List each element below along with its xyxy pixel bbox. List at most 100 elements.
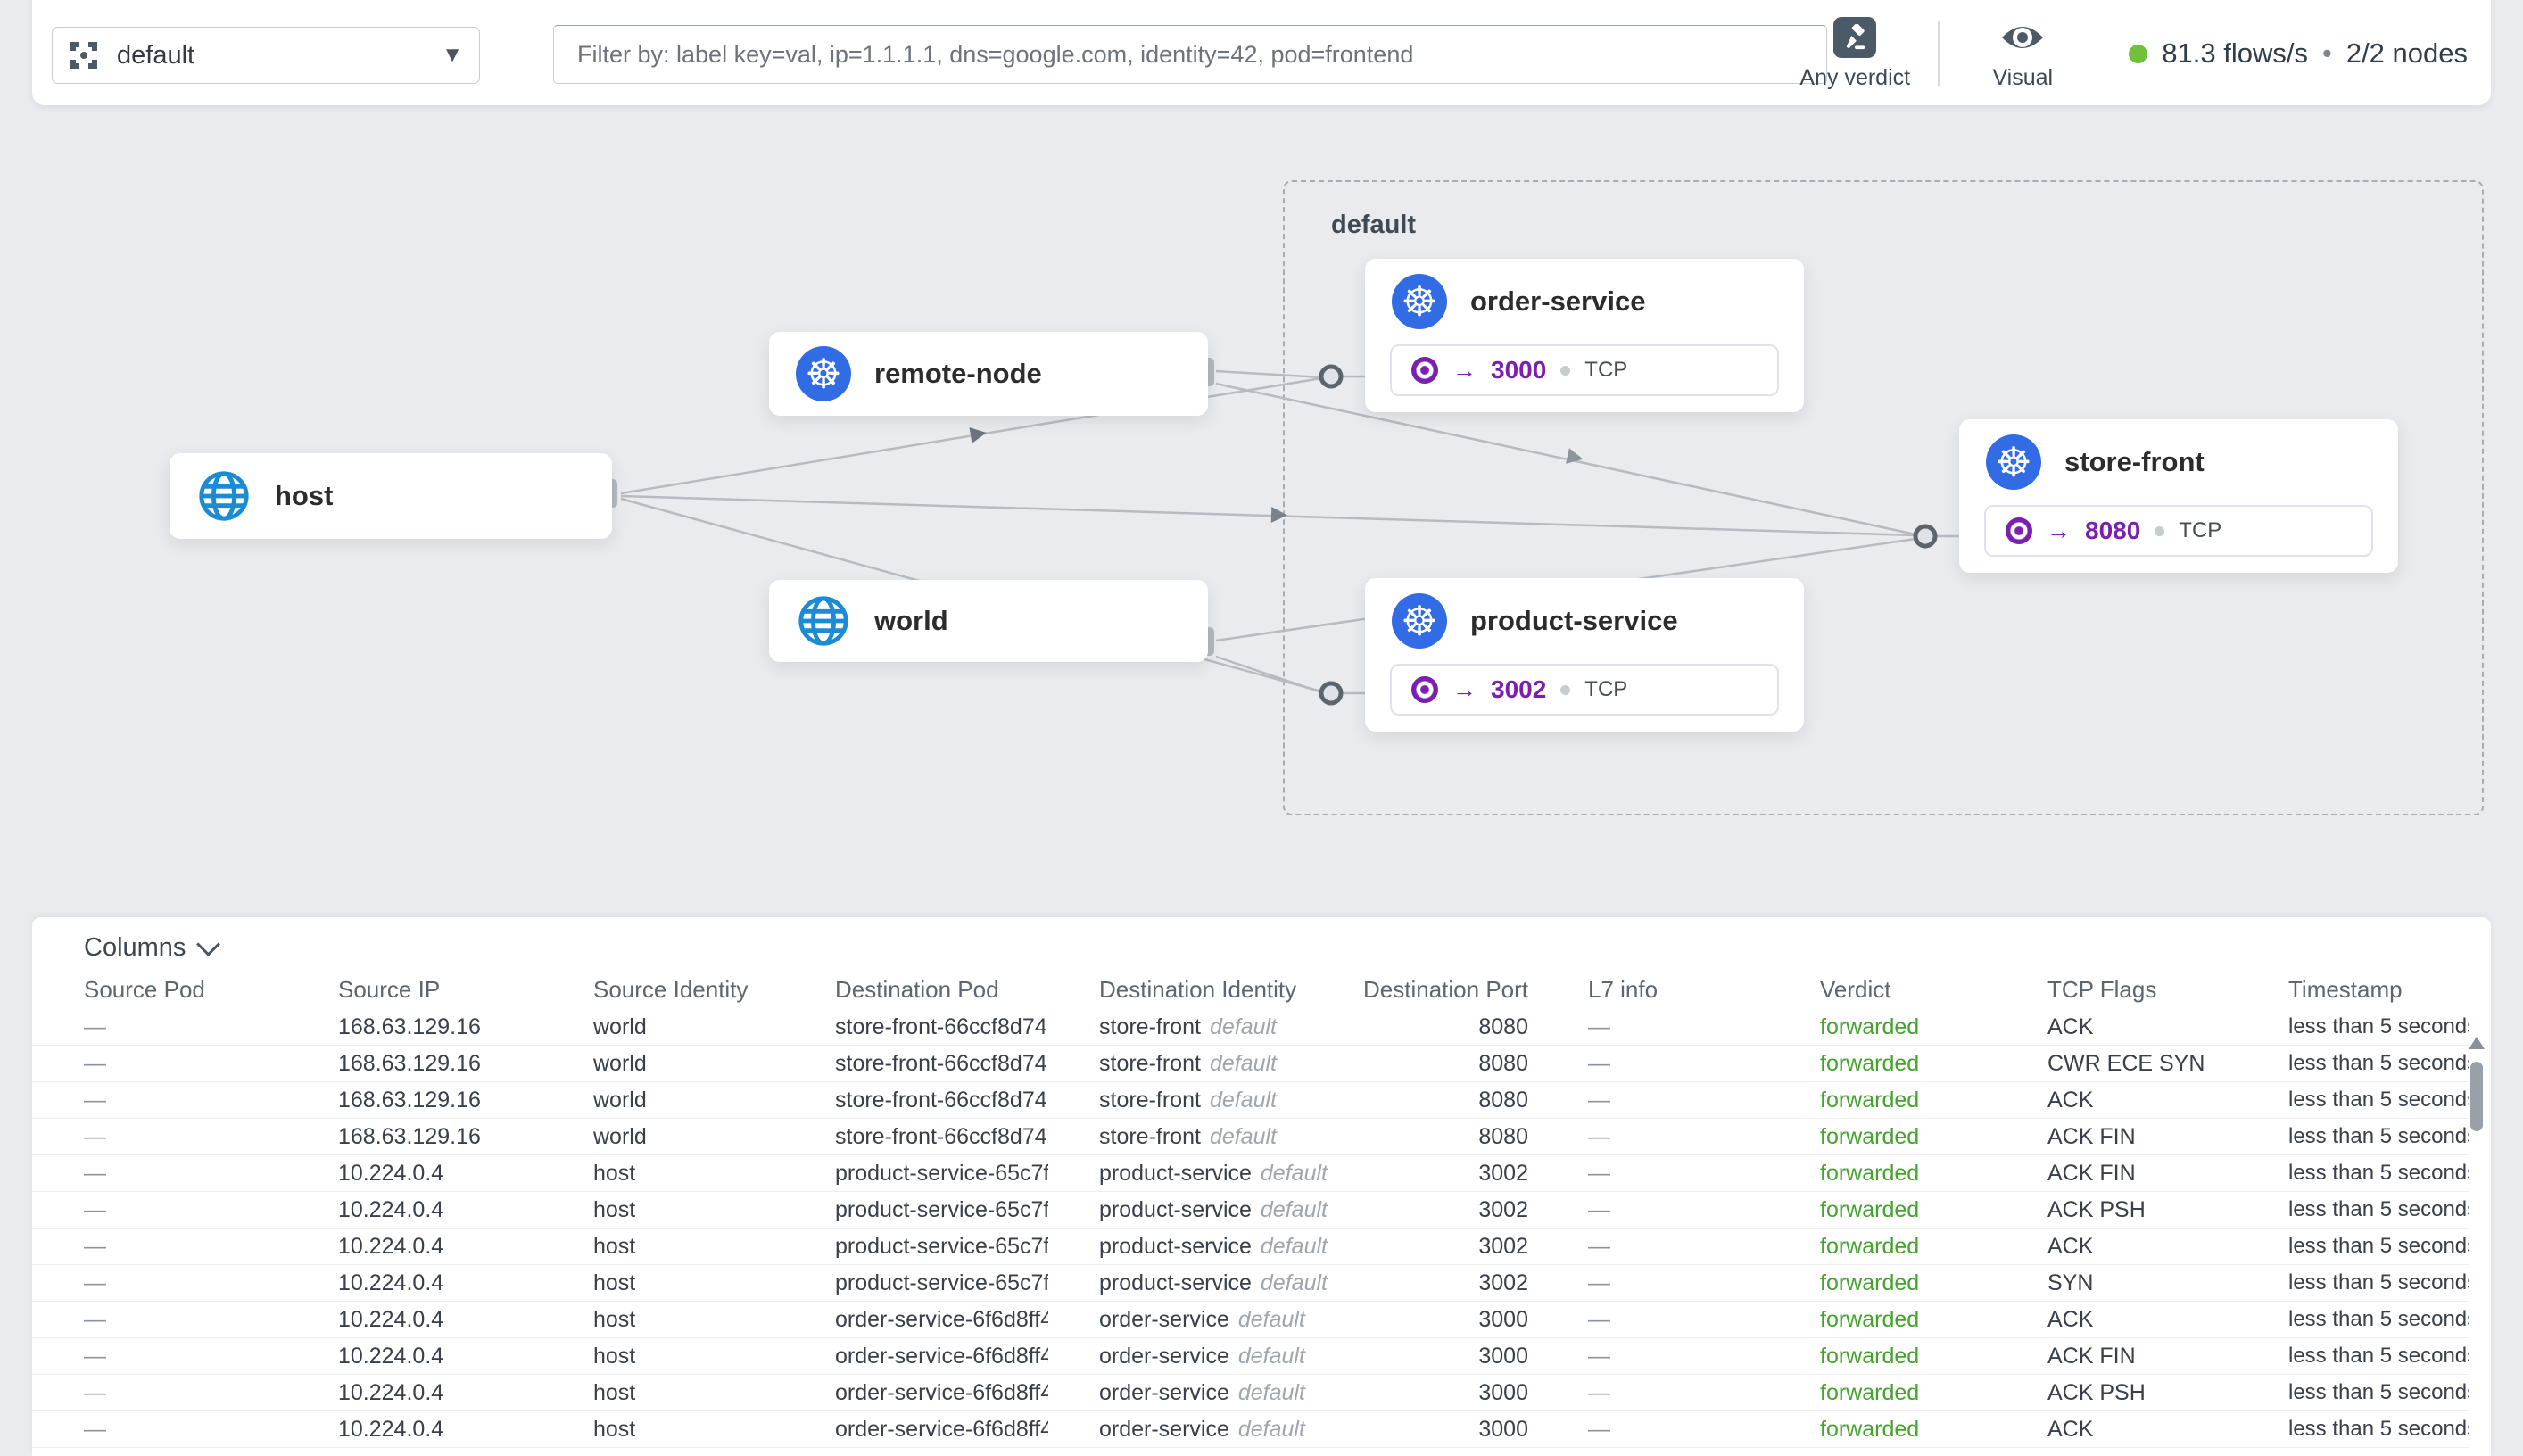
cell-destination-port: 3000 xyxy=(1478,1379,1528,1405)
cell-timestamp: less than 5 seconds xyxy=(2288,1197,2469,1221)
col-header-destination-port[interactable]: Destination Port xyxy=(1363,975,1528,1003)
cell-destination-port: 8080 xyxy=(1478,1050,1528,1076)
map-node-store-front[interactable]: ☸ store-front → 8080 TCP xyxy=(1959,419,2398,573)
col-header-destination-pod[interactable]: Destination Pod xyxy=(835,975,999,1003)
col-header-source-pod[interactable]: Source Pod xyxy=(84,975,205,1003)
col-header-destination-identity[interactable]: Destination Identity xyxy=(1099,975,1297,1003)
node-title: store-front xyxy=(2064,446,2205,477)
table-row[interactable]: — 168.63.129.16 world store-front-66ccf8… xyxy=(32,1119,2469,1155)
cell-timestamp: less than 5 seconds xyxy=(2288,1161,2469,1185)
port-row[interactable]: → 3000 TCP xyxy=(1390,344,1779,396)
map-node-product-service[interactable]: ☸ product-service → 3002 TCP xyxy=(1365,578,1804,732)
table-row[interactable]: — 10.224.0.4 host product-service-65c7f.… xyxy=(32,1265,2469,1302)
cell-destination-pod: store-front-66ccf8d74... xyxy=(835,1050,1048,1076)
port-row[interactable]: → 3002 TCP xyxy=(1390,664,1779,716)
cell-l7-info: — xyxy=(1588,1270,1610,1295)
cell-timestamp: less than 5 seconds xyxy=(2288,1344,2469,1368)
top-toolbar: default ▼ Any verdict xyxy=(32,0,2491,105)
cell-verdict: forwarded xyxy=(1820,1379,1920,1405)
col-header-l7-info[interactable]: L7 info xyxy=(1588,975,1659,1003)
table-row[interactable]: — 168.63.129.16 world store-front-66ccf8… xyxy=(32,1046,2469,1082)
scrollbar-thumb[interactable] xyxy=(2470,1062,2483,1131)
table-row[interactable]: — 10.224.0.4 host order-service-6f6d8ff4… xyxy=(32,1375,2469,1411)
map-node-remote-node[interactable]: ☸ remote-node xyxy=(769,332,1208,416)
port-protocol: TCP xyxy=(2179,518,2222,542)
cell-source-ip: 168.63.129.16 xyxy=(338,1050,481,1076)
cell-verdict: forwarded xyxy=(1820,1270,1920,1295)
port-number: 3000 xyxy=(1491,356,1547,384)
col-header-verdict[interactable]: Verdict xyxy=(1820,975,1891,1003)
port-target-icon xyxy=(2006,517,2032,544)
namespace-icon xyxy=(70,42,97,69)
node-title: host xyxy=(275,480,334,511)
cell-source-pod: — xyxy=(84,1196,106,1222)
table-scrollbar[interactable] xyxy=(2468,1037,2486,1447)
cell-destination-port: 3002 xyxy=(1478,1233,1528,1259)
cell-verdict: forwarded xyxy=(1820,1416,1920,1442)
arrow-right-icon: → xyxy=(1452,356,1477,384)
visual-mode-label: Visual xyxy=(1992,64,2054,90)
map-node-order-service[interactable]: ☸ order-service → 3000 TCP xyxy=(1365,259,1804,412)
port-target-icon xyxy=(1411,357,1438,384)
table-row[interactable]: — 10.224.0.4 host product-service-65c7f.… xyxy=(32,1192,2469,1228)
status-dot-icon xyxy=(2129,44,2148,63)
table-row[interactable]: — 168.63.129.16 world store-front-66ccf8… xyxy=(32,1082,2469,1119)
col-header-source-identity[interactable]: Source Identity xyxy=(593,975,749,1003)
map-node-host[interactable]: host xyxy=(170,453,612,539)
col-header-timestamp[interactable]: Timestamp xyxy=(2288,975,2403,1003)
cell-source-identity: world xyxy=(593,1123,647,1149)
table-row[interactable]: — 168.63.129.16 world store-front-66ccf8… xyxy=(32,1009,2469,1046)
flows-table-panel: Columns Source Pod Source IP Source Iden… xyxy=(32,917,2491,1456)
cell-source-identity: world xyxy=(593,1013,647,1039)
cell-source-ip: 168.63.129.16 xyxy=(338,1087,481,1113)
cell-tcp-flags: ACK xyxy=(2047,1087,2094,1113)
map-node-world[interactable]: world xyxy=(769,580,1208,662)
columns-label: Columns xyxy=(84,933,186,962)
eye-icon xyxy=(2002,26,2044,48)
table-row[interactable]: — 10.224.0.4 host order-service-6f6d8ff4… xyxy=(32,1338,2469,1375)
cell-l7-info: — xyxy=(1588,1343,1610,1369)
cell-source-pod: — xyxy=(84,1160,106,1186)
cell-tcp-flags: ACK xyxy=(2047,1416,2094,1442)
table-row[interactable]: — 10.224.0.4 host product-service-65c7f.… xyxy=(32,1228,2469,1265)
cell-l7-info: — xyxy=(1588,1050,1610,1076)
namespace-selector[interactable]: default ▼ xyxy=(52,27,480,84)
visual-mode-button[interactable]: Visual xyxy=(1947,17,2098,91)
col-header-tcp-flags[interactable]: TCP Flags xyxy=(2047,975,2157,1003)
cell-destination-pod: product-service-65c7f... xyxy=(835,1233,1048,1259)
table-row[interactable]: — 10.224.0.4 host order-service-6f6d8ff4… xyxy=(32,1411,2469,1448)
cell-source-ip: 10.224.0.4 xyxy=(338,1270,444,1295)
col-header-source-ip[interactable]: Source IP xyxy=(338,975,441,1003)
cell-source-ip: 168.63.129.16 xyxy=(338,1123,481,1149)
flow-filter-input[interactable] xyxy=(553,25,1827,84)
node-title: remote-node xyxy=(874,358,1042,389)
verdict-filter-button[interactable]: Any verdict xyxy=(1779,16,1931,91)
cell-source-pod: — xyxy=(84,1306,106,1332)
cell-destination-port: 3000 xyxy=(1478,1416,1528,1442)
cell-source-ip: 10.224.0.4 xyxy=(338,1196,444,1222)
cell-timestamp: less than 5 seconds xyxy=(2288,1380,2469,1404)
scroll-up-icon[interactable] xyxy=(2469,1037,2485,1049)
cell-tcp-flags: ACK PSH xyxy=(2047,1196,2146,1222)
dot-separator xyxy=(1560,365,1571,376)
kubernetes-icon: ☸ xyxy=(1392,593,1447,649)
columns-selector[interactable]: Columns xyxy=(32,917,2491,970)
cell-source-ip: 10.224.0.4 xyxy=(338,1343,444,1369)
arrow-right-icon: → xyxy=(1452,675,1477,703)
table-header-row: Source Pod Source IP Source Identity Des… xyxy=(32,970,2469,1009)
table-row[interactable]: — 10.224.0.4 host order-service-6f6d8ff4… xyxy=(32,1302,2469,1338)
cell-timestamp: less than 5 seconds xyxy=(2288,1014,2469,1038)
port-row[interactable]: → 8080 TCP xyxy=(1984,505,2373,557)
table-row[interactable]: — 10.224.0.4 host product-service-65c7f.… xyxy=(32,1155,2469,1192)
cell-timestamp: less than 5 seconds xyxy=(2288,1417,2469,1441)
cell-tcp-flags: ACK PSH xyxy=(2047,1379,2146,1405)
cell-source-pod: — xyxy=(84,1233,106,1259)
port-number: 3002 xyxy=(1491,675,1547,703)
cell-verdict: forwarded xyxy=(1820,1160,1920,1186)
